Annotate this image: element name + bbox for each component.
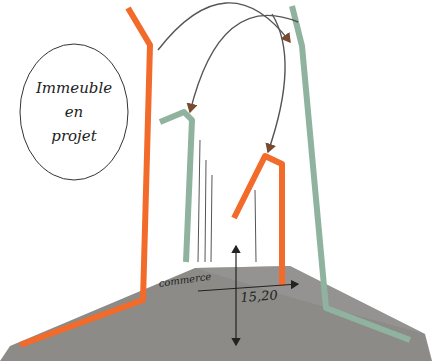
project-facade bbox=[20, 8, 150, 345]
view-arrows bbox=[158, 3, 298, 152]
street-ground bbox=[0, 266, 432, 361]
orange-facade bbox=[20, 8, 282, 345]
far-buildings bbox=[198, 140, 256, 262]
green-facade-far bbox=[160, 112, 192, 262]
ground-shade bbox=[195, 266, 425, 334]
sketch-note: 15,20 bbox=[240, 287, 278, 305]
green-facade bbox=[160, 6, 410, 340]
note-text: Immeuble en projet bbox=[32, 76, 116, 148]
dimension-arrows bbox=[198, 246, 298, 345]
note-circle: Immeuble en projet bbox=[18, 42, 130, 182]
orange-facade-far bbox=[234, 156, 282, 286]
existing-facade bbox=[292, 6, 410, 340]
